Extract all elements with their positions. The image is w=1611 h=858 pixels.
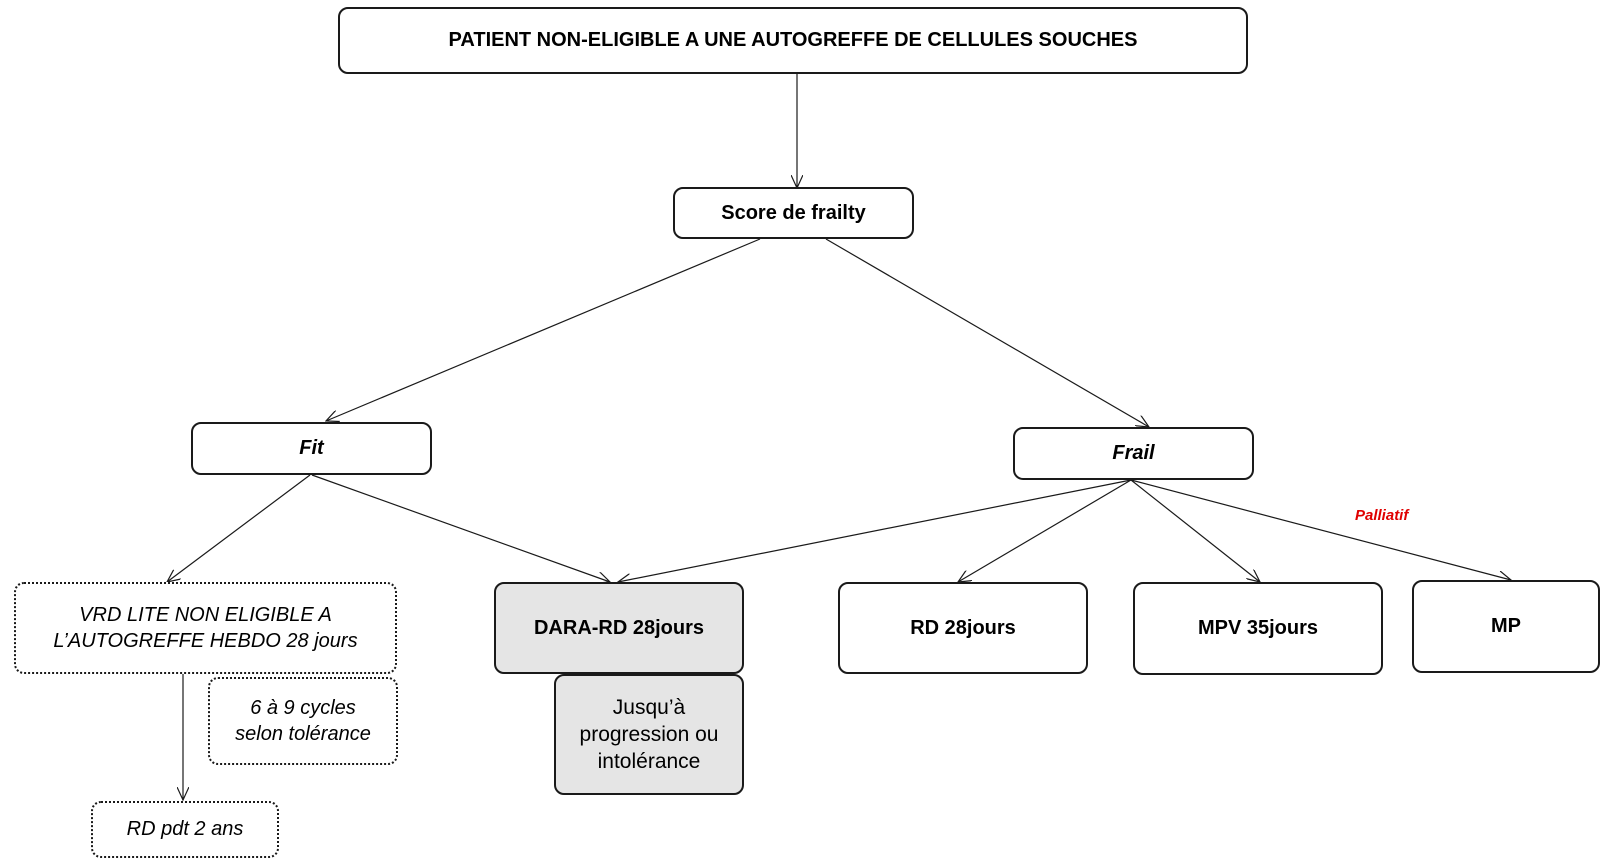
rd-node: RD 28jours bbox=[838, 582, 1088, 674]
dara-duration-node: Jusqu’à progression ou intolérance bbox=[554, 674, 744, 795]
frail-node: Frail bbox=[1013, 427, 1254, 480]
arrow-frail-to-rd bbox=[958, 479, 1132, 582]
vrd-lite-node: VRD LITE NON ELIGIBLE A L’AUTOGREFFE HEB… bbox=[14, 582, 397, 674]
palliative-note: Palliatif bbox=[1355, 507, 1409, 524]
arrow-frail-to-dara bbox=[618, 479, 1132, 582]
cycles-note-node: 6 à 9 cycles selon tolérance bbox=[208, 677, 398, 765]
arrow-frail-to-mp bbox=[1130, 479, 1511, 580]
root-node: PATIENT NON-ELIGIBLE A UNE AUTOGREFFE DE… bbox=[338, 7, 1248, 74]
arrow-frail-to-mpv bbox=[1130, 479, 1260, 582]
rd-maintenance-node: RD pdt 2 ans bbox=[91, 801, 279, 858]
dara-rd-node: DARA-RD 28jours bbox=[494, 582, 744, 674]
arrow-frailty-to-fit bbox=[326, 238, 761, 421]
mp-node: MP bbox=[1412, 580, 1600, 673]
frailty-score-node: Score de frailty bbox=[673, 187, 914, 239]
mpv-node: MPV 35jours bbox=[1133, 582, 1383, 675]
fit-node: Fit bbox=[191, 422, 432, 475]
arrow-fit-to-dara bbox=[311, 474, 610, 582]
arrow-frailty-to-frail bbox=[825, 238, 1149, 427]
arrow-fit-to-vrd bbox=[167, 474, 311, 582]
